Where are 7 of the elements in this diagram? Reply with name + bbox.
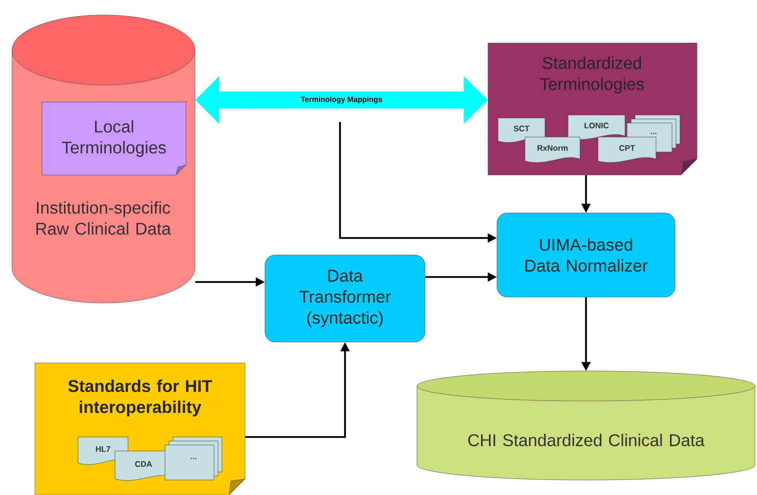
process-box: UIMA-based Data Normalizer	[496, 212, 676, 298]
document-icon-box: CPT	[598, 136, 656, 163]
process-box: Data Transformer (syntactic)	[264, 254, 426, 342]
document-stack-box: ...	[164, 436, 222, 480]
database-cylinder: CHI Standardized Clinical Data	[416, 370, 756, 480]
document-box: Local Terminologies	[42, 102, 186, 176]
document-icon-box: RxNorm	[524, 136, 580, 163]
